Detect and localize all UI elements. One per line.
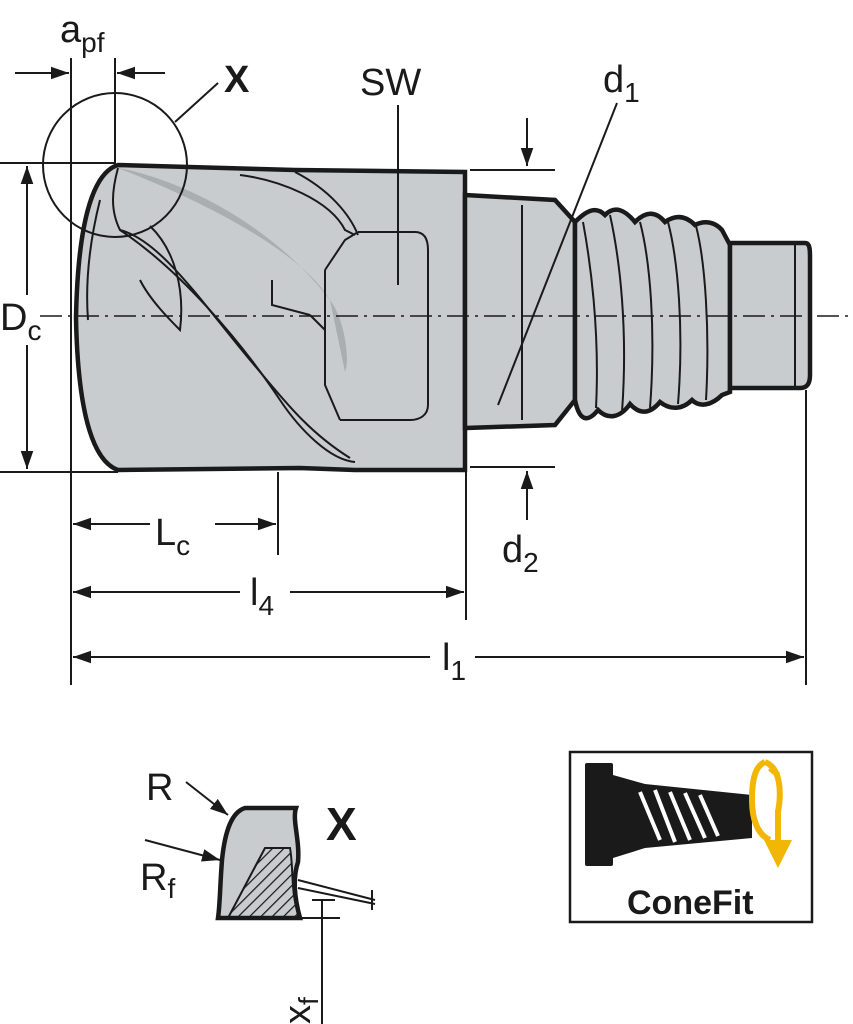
- label-xf: xf: [277, 997, 324, 1024]
- label-l4: l4: [250, 572, 274, 621]
- label-x-top: X: [224, 59, 250, 101]
- label-d1: d1: [603, 59, 640, 108]
- conefit-text: ConeFit: [627, 884, 754, 922]
- label-d2: d2: [502, 529, 539, 578]
- label-r: R: [146, 767, 173, 809]
- dimension-lines: [15, 66, 804, 664]
- conefit-badge: ConeFit: [568, 750, 814, 924]
- label-apf: apf: [60, 9, 105, 58]
- label-x-detail: X: [326, 798, 357, 850]
- label-l1: l1: [442, 637, 466, 686]
- conefit-icon: [585, 759, 792, 868]
- tool-body: [73, 162, 813, 473]
- extension-lines: [0, 58, 807, 685]
- label-lc: Lc: [155, 512, 190, 561]
- label-sw: SW: [360, 62, 421, 104]
- detail-leader: [174, 82, 219, 123]
- label-dc: Dc: [0, 297, 41, 346]
- dimension-labels: apf X SW d1 Dc Lc l4 l1 d2: [0, 9, 640, 686]
- detail-x: R Rf X xf: [140, 767, 376, 1024]
- label-rf: Rf: [140, 857, 175, 904]
